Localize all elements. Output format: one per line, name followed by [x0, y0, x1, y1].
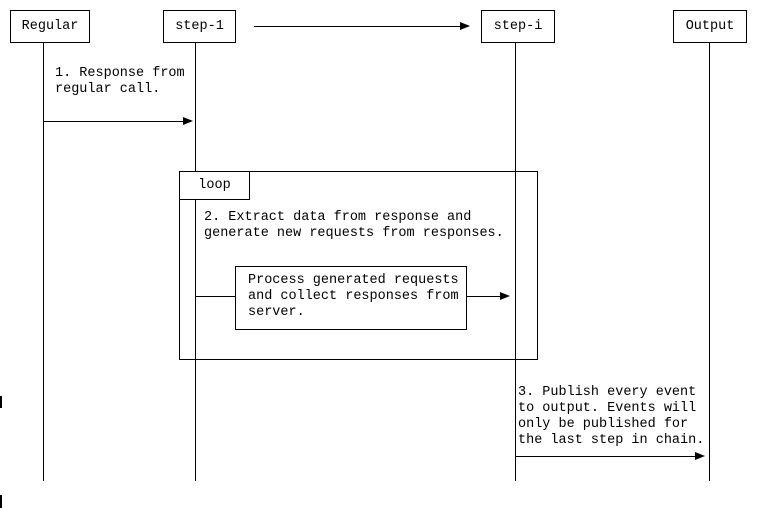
participant-label-step-1: step-1	[175, 19, 224, 34]
chain-arrowhead-icon	[460, 22, 470, 30]
lifeline-output	[709, 43, 710, 481]
left-edge-artifact-2	[0, 495, 2, 508]
lifeline-regular	[43, 43, 44, 481]
participant-box-regular: Regular	[10, 10, 90, 43]
loop-label-box: loop	[179, 171, 250, 200]
participant-box-step-i: step-i	[481, 10, 555, 43]
participant-label-step-i: step-i	[493, 19, 543, 34]
loop-label: loop	[198, 178, 231, 193]
message-3-label: 3. Publish every event to output. Events…	[518, 385, 705, 448]
chain-arrow-line	[254, 26, 460, 27]
process-box: Process generated requests and collect r…	[235, 266, 467, 330]
left-edge-artifact-1	[0, 396, 2, 408]
participant-label-output: Output	[685, 19, 735, 34]
loop-frame	[179, 171, 538, 360]
message-1-arrowhead-icon	[183, 117, 193, 125]
message-3-arrow-line	[515, 456, 695, 457]
lifeline-step-1	[195, 43, 196, 481]
message-3-arrowhead-icon	[695, 452, 705, 460]
message-1-label: 1. Response from regular call.	[55, 66, 185, 97]
message-2-label: 2. Extract data from response and genera…	[204, 210, 504, 241]
process-result-arrowhead-icon	[500, 292, 510, 300]
process-call-line	[195, 296, 235, 297]
participant-box-output: Output	[673, 10, 747, 43]
participant-label-regular: Regular	[21, 19, 79, 34]
process-result-arrow-line	[467, 296, 500, 297]
message-1-arrow-line	[43, 121, 183, 122]
lifeline-step-i	[515, 43, 516, 481]
participant-box-step-1: step-1	[163, 10, 236, 43]
